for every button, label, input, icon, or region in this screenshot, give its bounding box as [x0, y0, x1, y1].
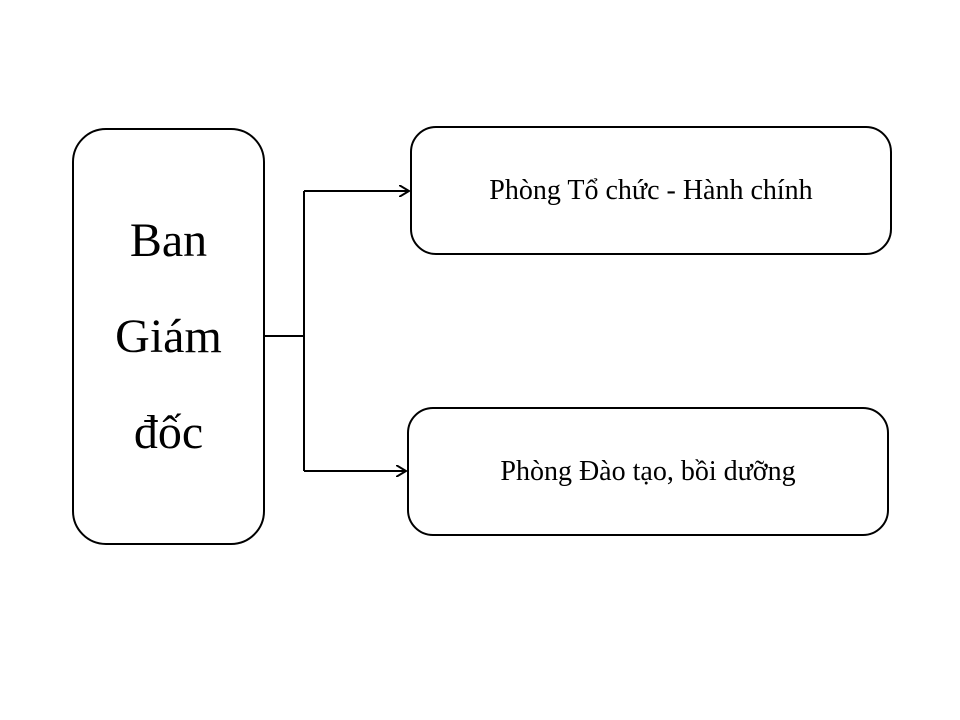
child-node-label: Phòng Đào tạo, bồi dưỡng	[500, 455, 796, 487]
child-node-label: Phòng Tổ chức - Hành chính	[489, 174, 813, 206]
child-node-dao-tao-boi-duong: Phòng Đào tạo, bồi dưỡng	[407, 407, 889, 536]
root-node-ban-giam-doc: Ban Giám đốc	[72, 128, 265, 545]
root-label-line-3: đốc	[133, 405, 204, 459]
root-label-line-2: Giám	[115, 309, 222, 363]
child-node-to-chuc-hanh-chinh: Phòng Tổ chức - Hành chính	[410, 126, 892, 255]
root-label-line-1: Ban	[129, 213, 208, 267]
root-node-label: Ban Giám đốc	[115, 193, 222, 481]
